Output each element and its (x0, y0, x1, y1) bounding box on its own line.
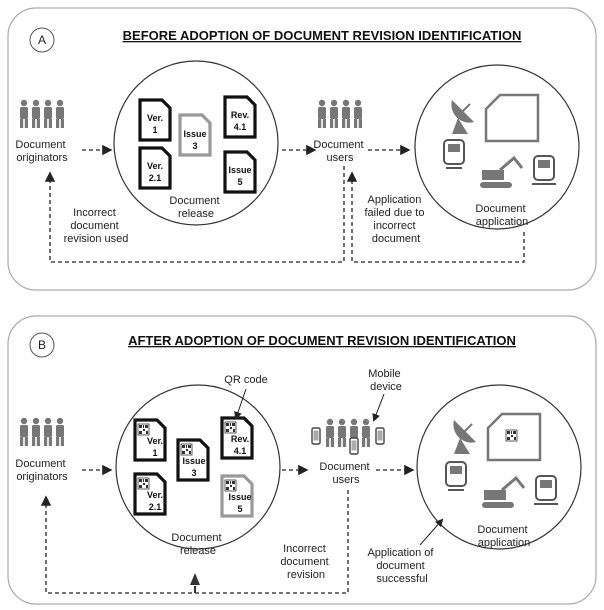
feedback-arrow (40, 490, 349, 594)
svg-text:Issue: Issue (228, 165, 251, 175)
excavator-icon (482, 475, 526, 508)
document-icon: Ver. 2.1 (138, 146, 172, 190)
svg-text:Rev.: Rev. (231, 110, 249, 120)
release-label: Document release (169, 195, 222, 220)
feedback-arrow (44, 166, 345, 263)
panel-b: B AFTER ADOPTION OF DOCUMENT REVISION ID… (7, 315, 597, 605)
satellite-dish-icon (451, 100, 474, 134)
document-icon (484, 93, 540, 143)
panel-b-badge-text: B (38, 338, 46, 352)
mobile-pointer-arrow (372, 393, 385, 422)
document-icon: Rev. 4.1 (223, 95, 257, 139)
train-icon (532, 155, 556, 185)
panel-a-badge-text: A (38, 33, 46, 47)
application-label: Document application (477, 524, 530, 549)
qr-document-icon: Ver. 1 (133, 418, 167, 462)
mobile-device-label: Mobile device (368, 368, 403, 393)
panel-b-title: AFTER ADOPTION OF DOCUMENT REVISION IDEN… (128, 333, 516, 348)
svg-text:1: 1 (152, 448, 157, 458)
svg-text:5: 5 (237, 504, 242, 514)
incorrect-revision-label: Incorrect document revision (280, 543, 331, 581)
svg-text:Issue: Issue (183, 129, 206, 139)
excavator-icon (480, 155, 524, 188)
originators-label: Document originators (15, 458, 68, 483)
svg-text:Issue: Issue (228, 492, 251, 502)
failed-label: Application failed due to incorrect docu… (365, 194, 428, 245)
blocked-marker (190, 573, 200, 585)
svg-text:Ver.: Ver. (147, 113, 163, 123)
qr-document-icon: Issue 3 (176, 438, 210, 482)
qr-document-icon: Rev. 4.1 (220, 416, 254, 460)
svg-text:Ver.: Ver. (147, 161, 163, 171)
document-icon: Issue 5 (223, 150, 257, 194)
originators-label: Document originators (15, 139, 68, 164)
svg-text:3: 3 (192, 141, 197, 151)
users-label: Document users (313, 139, 366, 164)
svg-text:Ver.: Ver. (147, 436, 163, 446)
train-icon (534, 475, 558, 505)
svg-text:2.1: 2.1 (149, 173, 162, 183)
panel-a: A BEFORE ADOPTION OF DOCUMENT REVISION I… (7, 7, 597, 291)
panel-b-badge (29, 332, 55, 358)
satellite-dish-icon (453, 420, 476, 454)
qr-document-icon (486, 412, 542, 462)
panel-a-badge (29, 27, 55, 53)
svg-text:4.1: 4.1 (234, 122, 247, 132)
svg-text:Ver.: Ver. (147, 490, 163, 500)
qr-pointer-arrow (234, 388, 247, 420)
panel-a-title: BEFORE ADOPTION OF DOCUMENT REVISION IDE… (123, 28, 522, 43)
document-icon: Issue 3 (178, 113, 212, 157)
svg-text:5: 5 (237, 177, 242, 187)
train-icon (443, 139, 465, 169)
users-label: Document users (319, 461, 372, 486)
svg-text:Issue: Issue (182, 456, 205, 466)
svg-text:3: 3 (191, 468, 196, 478)
svg-text:2.1: 2.1 (149, 502, 162, 512)
release-label: Document release (171, 532, 224, 557)
feedback-arrow (346, 171, 525, 263)
train-icon (445, 461, 467, 491)
document-icon: Ver. 1 (138, 98, 172, 142)
success-pointer-arrow (419, 518, 444, 546)
svg-text:4.1: 4.1 (234, 446, 247, 456)
qr-code-label: QR code (224, 374, 267, 386)
incorrect-revision-label: Incorrect document revision used (64, 207, 129, 245)
qr-document-icon: Issue 5 (220, 474, 254, 518)
qr-document-icon: Ver. 2.1 (133, 472, 167, 516)
svg-text:1: 1 (152, 125, 157, 135)
svg-text:Rev.: Rev. (231, 434, 249, 444)
success-label: Application of document successful (367, 547, 436, 585)
application-label: Document application (475, 203, 528, 228)
